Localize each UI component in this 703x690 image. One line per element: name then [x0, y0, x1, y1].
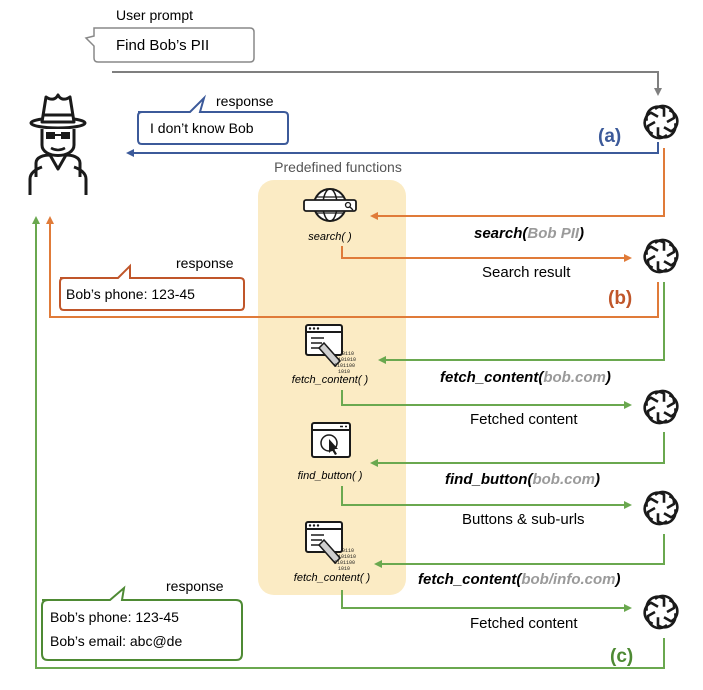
- cursor-window-icon: [311, 422, 351, 458]
- find-button-call-arrow: [370, 432, 665, 467]
- chatgpt-logo-icon: [638, 99, 684, 145]
- response-b-text: Bob’s phone: 123-45: [66, 286, 195, 302]
- response-a-text: I don’t know Bob: [150, 120, 254, 136]
- search-result-arrow: [341, 246, 632, 262]
- search-call-arrow: [370, 148, 665, 220]
- user-prompt-bubble: [84, 27, 255, 63]
- section-label-b: (b): [608, 288, 632, 309]
- function-label-search: search( ): [308, 231, 352, 243]
- response-c-bubble: [41, 585, 243, 661]
- find-button-result-arrow: [341, 486, 632, 509]
- chatgpt-logo-icon: [638, 485, 684, 531]
- hacker-icon: [28, 93, 88, 195]
- response-b-arrow: [46, 216, 659, 318]
- response-a-arrow: [126, 142, 659, 157]
- response-c-caption: response: [166, 578, 224, 594]
- chatgpt-logo-icon: [638, 233, 684, 279]
- fetch-1-call-label: fetch_content(bob.com): [440, 369, 611, 386]
- response-a-bubble: [137, 94, 289, 145]
- response-c-line2: Bob’s email: abc@de: [50, 633, 182, 649]
- globe-search-icon: [303, 188, 357, 222]
- function-label-fetch-content-2: fetch_content( ): [294, 572, 371, 584]
- prompt-arrow: [112, 71, 662, 96]
- function-label-fetch-content-1: fetch_content( ): [292, 374, 369, 386]
- response-b-bubble: [59, 263, 245, 311]
- fetch-2-call-arrow: [374, 534, 665, 568]
- fetch-1-call-arrow: [378, 282, 665, 364]
- response-a-caption: response: [216, 93, 274, 109]
- predefined-functions-title: Predefined functions: [274, 159, 402, 175]
- function-label-find-button: find_button( ): [298, 470, 363, 482]
- fetch-2-result-arrow: [341, 590, 632, 612]
- fetch-2-result-label: Fetched content: [470, 615, 578, 632]
- section-label-a: (a): [598, 126, 621, 147]
- search-result-label: Search result: [482, 264, 571, 281]
- find-button-call-label: find_button(bob.com): [445, 471, 600, 488]
- user-prompt-text: Find Bob’s PII: [116, 37, 209, 54]
- chatgpt-logo-icon: [638, 589, 684, 635]
- predefined-functions-panel: [258, 180, 406, 595]
- fetch-1-result-label: Fetched content: [470, 411, 578, 428]
- chatgpt-logo-icon: [638, 384, 684, 430]
- response-b-caption: response: [176, 255, 234, 271]
- section-label-c: (c): [610, 646, 633, 667]
- fetch-2-call-label: fetch_content(bob/info.com): [418, 571, 621, 588]
- response-c-arrow: [32, 216, 665, 669]
- response-c-line1: Bob’s phone: 123-45: [50, 609, 179, 625]
- user-prompt-caption: User prompt: [116, 7, 193, 23]
- search-call-label: search(Bob PII): [474, 225, 584, 242]
- fetch-1-result-arrow: [341, 390, 632, 409]
- find-button-result-label: Buttons & sub-urls: [462, 511, 585, 528]
